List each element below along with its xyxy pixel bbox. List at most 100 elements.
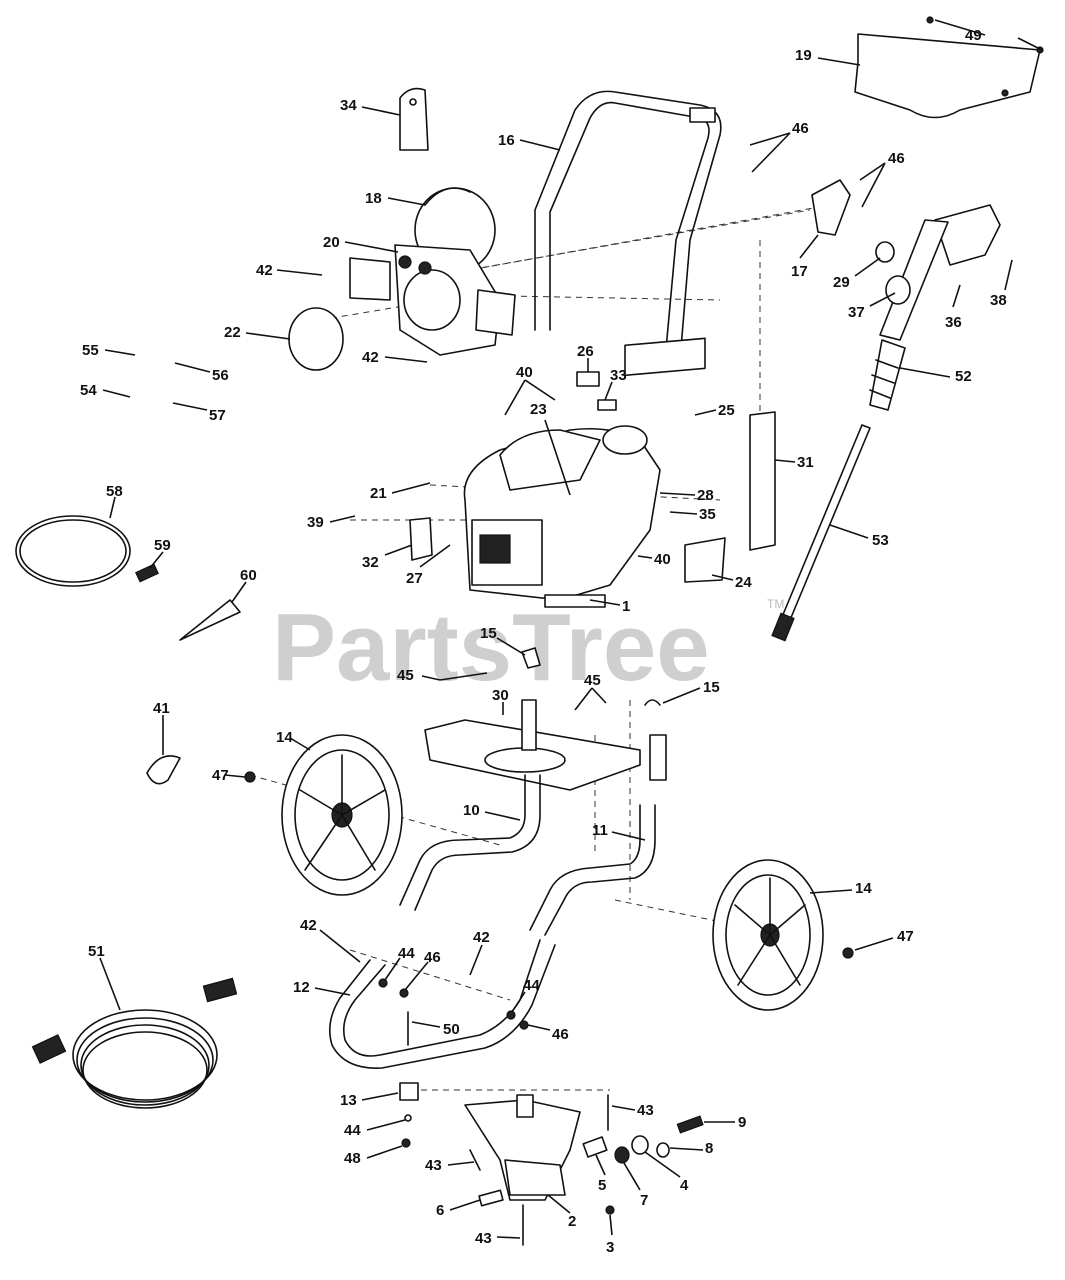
callout-60: 60 bbox=[231, 567, 257, 603]
callout-35: 35 bbox=[669, 506, 716, 523]
callout-5: 5 bbox=[595, 1154, 606, 1194]
svg-text:25: 25 bbox=[718, 402, 735, 419]
callout-40a: 40 bbox=[504, 364, 556, 416]
svg-text:24: 24 bbox=[735, 574, 752, 591]
callout-42c: 42 bbox=[300, 917, 361, 963]
part-53-wand bbox=[771, 424, 871, 642]
callout-15a: 15 bbox=[480, 625, 526, 656]
watermark-tm: TM bbox=[767, 597, 784, 611]
part-25-label bbox=[624, 337, 706, 377]
svg-text:16: 16 bbox=[498, 132, 515, 149]
svg-text:40: 40 bbox=[654, 551, 671, 568]
part-pump-assembly bbox=[464, 1094, 581, 1201]
callout-49: 49 bbox=[934, 19, 1043, 51]
callout-53: 53 bbox=[829, 524, 889, 549]
svg-text:17: 17 bbox=[791, 263, 808, 280]
callout-19: 19 bbox=[795, 47, 861, 66]
callout-37: 37 bbox=[848, 292, 896, 321]
svg-text:46: 46 bbox=[424, 949, 441, 966]
callout-55: 55 bbox=[82, 342, 136, 359]
svg-text:51: 51 bbox=[88, 943, 105, 960]
callout-22: 22 bbox=[224, 324, 291, 341]
part-46-nut-c bbox=[399, 988, 409, 998]
callout-44a: 44 bbox=[384, 945, 415, 981]
part-48-nut bbox=[401, 1138, 411, 1148]
part-13-clamp bbox=[399, 1082, 419, 1101]
callout-11: 11 bbox=[592, 822, 646, 841]
callout-28: 28 bbox=[659, 487, 714, 504]
engine-assembly bbox=[463, 425, 661, 608]
svg-text:38: 38 bbox=[990, 292, 1007, 309]
callout-43a: 43 bbox=[611, 1102, 654, 1119]
part-60-nozzle-tip bbox=[179, 599, 241, 641]
svg-text:33: 33 bbox=[610, 367, 627, 384]
svg-text:1: 1 bbox=[622, 598, 630, 615]
svg-text:37: 37 bbox=[848, 304, 865, 321]
svg-text:26: 26 bbox=[577, 343, 594, 360]
callout-41: 41 bbox=[153, 700, 170, 755]
svg-text:27: 27 bbox=[406, 570, 423, 587]
callout-42d: 42 bbox=[469, 929, 490, 976]
callout-50: 50 bbox=[411, 1021, 460, 1038]
callout-45b: 45 bbox=[574, 672, 607, 711]
svg-text:47: 47 bbox=[897, 928, 914, 945]
callout-12: 12 bbox=[293, 979, 351, 996]
svg-text:2: 2 bbox=[568, 1213, 576, 1230]
svg-text:7: 7 bbox=[640, 1192, 648, 1209]
callout-15b: 15 bbox=[662, 679, 720, 704]
callout-57: 57 bbox=[172, 402, 226, 424]
svg-text:19: 19 bbox=[795, 47, 812, 64]
part-9-connector bbox=[676, 1115, 704, 1134]
svg-text:43: 43 bbox=[637, 1102, 654, 1119]
svg-text:44: 44 bbox=[523, 977, 540, 994]
callout-46c: 46 bbox=[404, 949, 441, 991]
part-37-grip bbox=[885, 275, 911, 305]
svg-text:35: 35 bbox=[699, 506, 716, 523]
svg-text:12: 12 bbox=[293, 979, 310, 996]
svg-text:15: 15 bbox=[703, 679, 720, 696]
svg-text:3: 3 bbox=[606, 1239, 614, 1256]
callout-47b: 47 bbox=[854, 928, 914, 951]
part-49-screws bbox=[926, 16, 1044, 97]
callout-36: 36 bbox=[945, 284, 962, 331]
callout-46b: 46 bbox=[859, 150, 905, 208]
part-3-nut bbox=[605, 1205, 615, 1215]
svg-text:46: 46 bbox=[552, 1026, 569, 1043]
callout-38: 38 bbox=[990, 259, 1013, 309]
svg-text:44: 44 bbox=[398, 945, 415, 962]
part-8-ring bbox=[656, 1142, 670, 1158]
svg-text:49: 49 bbox=[965, 27, 982, 44]
callout-6: 6 bbox=[436, 1199, 481, 1219]
callout-30: 30 bbox=[492, 687, 509, 715]
svg-text:43: 43 bbox=[475, 1230, 492, 1247]
part-59-spring bbox=[135, 563, 159, 583]
part-20-reel-bracket bbox=[349, 244, 516, 356]
svg-text:47: 47 bbox=[212, 767, 229, 784]
watermark: PartsTree bbox=[272, 594, 710, 701]
callout-8: 8 bbox=[669, 1140, 713, 1157]
callout-4: 4 bbox=[644, 1151, 689, 1194]
callout-42a: 42 bbox=[256, 262, 323, 279]
part-24-label bbox=[684, 537, 726, 583]
part-11-frame-tube bbox=[529, 804, 656, 936]
callout-58: 58 bbox=[106, 483, 123, 519]
svg-text:32: 32 bbox=[362, 554, 379, 571]
callout-32: 32 bbox=[362, 544, 413, 571]
svg-text:59: 59 bbox=[154, 537, 171, 554]
svg-text:60: 60 bbox=[240, 567, 257, 584]
callout-33: 33 bbox=[604, 367, 627, 401]
part-15-clip-b bbox=[644, 699, 661, 706]
part-51-hose bbox=[31, 977, 238, 1109]
callout-47a: 47 bbox=[212, 767, 246, 784]
part-26-tag bbox=[576, 371, 600, 387]
callout-44c: 44 bbox=[344, 1119, 406, 1139]
callout-9: 9 bbox=[704, 1114, 746, 1131]
svg-text:55: 55 bbox=[82, 342, 99, 359]
part-47-cap-right bbox=[842, 947, 854, 959]
svg-text:10: 10 bbox=[463, 802, 480, 819]
svg-text:56: 56 bbox=[212, 367, 229, 384]
svg-text:4: 4 bbox=[680, 1177, 689, 1194]
svg-text:41: 41 bbox=[153, 700, 170, 717]
part-10-frame-tube bbox=[399, 774, 541, 911]
svg-text:30: 30 bbox=[492, 687, 509, 704]
